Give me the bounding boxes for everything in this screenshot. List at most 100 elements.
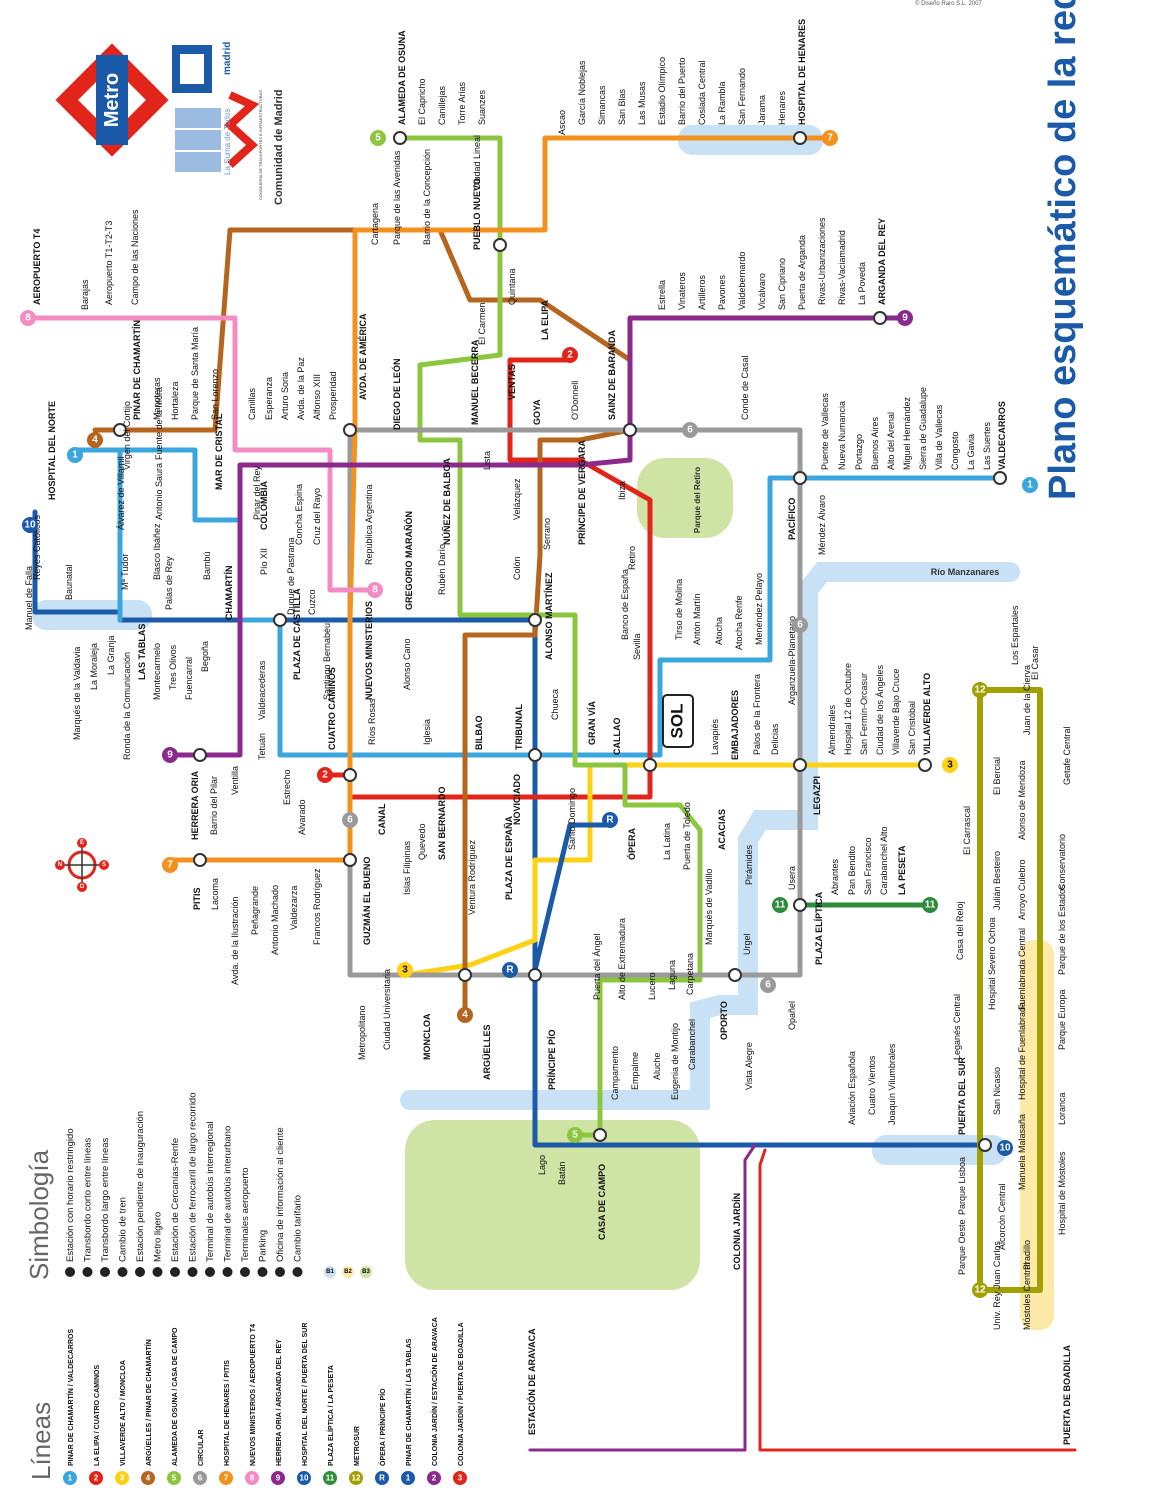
station-label: Hospital 12 de Octubre: [843, 663, 853, 755]
station-label: República Argentina: [364, 484, 374, 565]
station-label: Valdezarza: [289, 886, 299, 930]
svg-text:7: 7: [827, 133, 833, 144]
station-label: VALDECARROS: [997, 401, 1007, 470]
station-marker[interactable]: [343, 768, 357, 782]
station-marker[interactable]: [458, 968, 472, 982]
station-marker[interactable]: [528, 968, 542, 982]
legend-line-badge: [297, 1471, 311, 1485]
compass-o: O: [80, 884, 85, 890]
station-marker[interactable]: [593, 1128, 607, 1142]
station-label: Ascao: [557, 110, 567, 135]
line-10-path: [32, 509, 988, 1148]
legend-line-text: PLAZA ELÍPTICA / LA PESETA: [326, 1365, 335, 1466]
station-label: Campamento: [610, 1046, 620, 1100]
svg-text:3: 3: [947, 760, 953, 771]
legend-line-badge: [323, 1471, 337, 1485]
symbology-item: Cambio tarifario: [292, 1195, 304, 1277]
station-marker[interactable]: [728, 968, 742, 982]
station-label: Jarama: [757, 95, 767, 125]
station-label: Urgel: [742, 933, 752, 955]
station-marker[interactable]: [643, 758, 657, 772]
station-marker[interactable]: [623, 423, 637, 437]
symbology-text: Estación con horario restringido: [65, 1128, 76, 1262]
symbology-item: Cambio de tren: [117, 1197, 129, 1277]
station-label: Antón Martín: [692, 593, 702, 645]
station-marker[interactable]: [273, 613, 287, 627]
station-marker[interactable]: [993, 471, 1007, 485]
station-label: Canillejas: [437, 85, 447, 125]
station-label: LA PESETA: [897, 845, 907, 895]
station-label: CUATRO CAMINOS: [327, 667, 337, 750]
station-label: Sierra de Guadalupe: [918, 387, 928, 470]
symbology-item: Oficina de información al cliente: [275, 1127, 286, 1277]
station-marker[interactable]: [528, 613, 542, 627]
station-marker[interactable]: [918, 758, 932, 772]
station-label: Pradillo: [1022, 1240, 1032, 1270]
symbology-item: Terminales aeropuerto: [240, 1167, 251, 1277]
station-label: Ciudad de los Ángeles: [875, 664, 885, 755]
station-label: Parque de las Avenidas: [392, 150, 402, 245]
station-label: Begoña: [200, 641, 210, 672]
ml-3-path: [758, 1148, 1077, 1452]
park-casa-de-campo: [405, 1120, 700, 1290]
zone-badge: [342, 1266, 354, 1278]
symbology-icon: [240, 1267, 250, 1277]
symbology-item: Transbordo largo entre líneas: [100, 1137, 111, 1277]
station-label: San Blas: [617, 88, 627, 125]
station-label: Marqués de la Valdavia: [72, 647, 82, 740]
svg-text:La Suma de Todos: La Suma de Todos: [223, 108, 232, 175]
station-label: El Bercial: [992, 757, 1002, 795]
station-label: Aluche: [652, 1052, 662, 1080]
station-label: Eugenia de Montijo: [670, 1023, 680, 1100]
station-label: HERRERA ORIA: [190, 770, 200, 840]
symbology-item: Estación de Cercanías-Renfe: [170, 1138, 181, 1277]
svg-text:6: 6: [347, 815, 353, 826]
station-label: Simancas: [597, 85, 607, 125]
compass-n: N: [58, 862, 62, 868]
legend-line-text: COLONIA JARDÍN / PUERTA DE BOADILLA: [456, 1322, 465, 1466]
station-label: Prosperidad: [328, 371, 338, 420]
sol-station-box[interactable]: SOL: [662, 694, 694, 748]
station-marker[interactable]: [343, 423, 357, 437]
symbology-text: Metro ligero: [153, 1212, 164, 1262]
station-label: Francos Rodríguez: [312, 868, 322, 945]
station-label: El Capricho: [417, 78, 427, 125]
station-marker[interactable]: [793, 471, 807, 485]
station-label: PUERTA DEL SUR: [957, 1057, 967, 1135]
station-marker[interactable]: [793, 131, 807, 145]
station-marker[interactable]: [978, 1138, 992, 1152]
legend-line-id: 12: [352, 1474, 361, 1483]
zone-badge: [360, 1266, 372, 1278]
station-label: TRIBUNAL: [514, 704, 524, 750]
legend-line-id: 3: [458, 1474, 463, 1483]
station-label: Campo de las Naciones: [130, 209, 140, 305]
svg-text:1: 1: [1027, 480, 1033, 491]
station-marker[interactable]: [873, 311, 887, 325]
station-label: Manuel de Falla: [24, 566, 34, 630]
station-label: PLAZA DE CASTILLA: [292, 588, 302, 680]
station-marker[interactable]: [793, 758, 807, 772]
compass-s: S: [102, 862, 106, 868]
station-marker[interactable]: [193, 748, 207, 762]
legend-line-text: PINAR DE CHAMARTÍN / LAS TABLAS: [404, 1338, 413, 1466]
station-label: Alto del Arenal: [886, 412, 896, 470]
station-marker[interactable]: [493, 238, 507, 252]
symbology-icon: [257, 1267, 268, 1277]
zone-b1-band-north: [32, 600, 152, 630]
legend-line-badge: [141, 1471, 155, 1485]
station-label: Almendrales: [827, 704, 837, 755]
station-marker[interactable]: [193, 853, 207, 867]
station-marker[interactable]: [793, 898, 807, 912]
station-marker[interactable]: [528, 748, 542, 762]
line-r-path: [532, 822, 613, 973]
station-label: Lista: [482, 451, 492, 470]
station-marker[interactable]: [113, 423, 127, 437]
station-marker[interactable]: [393, 131, 407, 145]
station-marker[interactable]: [343, 853, 357, 867]
station-label: Aeropuerto T1-T2-T3: [104, 221, 114, 305]
symbology-item: Metro ligero: [152, 1212, 164, 1277]
ml-2-path: [528, 1143, 757, 1452]
station-label: EMBAJADORES: [730, 690, 740, 760]
